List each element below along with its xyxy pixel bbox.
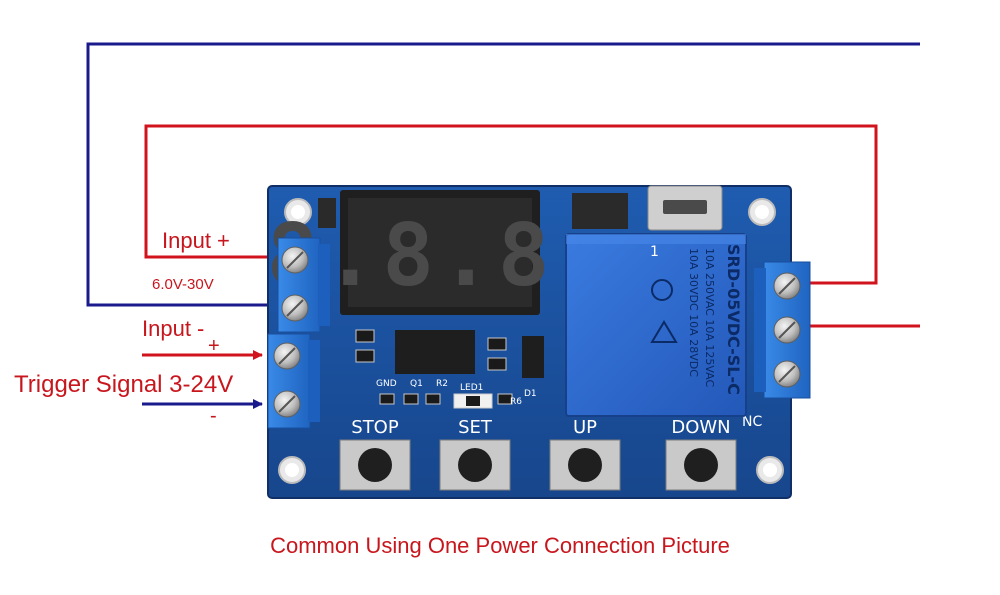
- down-button-label: DOWN: [671, 417, 730, 438]
- stop-button-label: STOP: [351, 417, 399, 438]
- down-button[interactable]: DOWN: [665, 417, 737, 491]
- set-button-label: SET: [458, 417, 493, 438]
- relay-output-terminal-block: [754, 261, 811, 399]
- set-button[interactable]: SET: [439, 417, 511, 491]
- smd-chip: [318, 198, 336, 228]
- stop-button[interactable]: STOP: [339, 417, 411, 491]
- label-input-plus: Input +: [162, 228, 230, 253]
- usb-port: [663, 200, 707, 214]
- silk-led1: LED1: [460, 383, 483, 393]
- label-trigger-minus: -: [210, 405, 217, 427]
- positive-loop-wire: [144, 124, 878, 285]
- warning-triangle-icon: [650, 320, 678, 343]
- optocoupler: [395, 330, 475, 374]
- up-button[interactable]: UP: [549, 417, 621, 491]
- relay-logo-icon: [651, 279, 673, 301]
- silk-d1: D1: [524, 389, 537, 399]
- smd-chip: [572, 193, 628, 229]
- relay-rating-2: 10A 30VDC 10A 28VDC: [687, 248, 700, 377]
- label-input-minus: Input -: [142, 316, 204, 341]
- input-terminal-block: [277, 237, 330, 333]
- relay-module-board: 8.8.8. GND Q1 R2 LED1 D1 R6 NC: [267, 185, 811, 499]
- relay-model: SRD-05VDC-SL-C: [724, 244, 743, 395]
- negative-loop-wire: [86, 42, 920, 307]
- silk-q1: Q1: [410, 379, 423, 389]
- smd-resistors: [355, 329, 513, 405]
- relay-rating-1: 10A 250VAC 10A 125VAC: [703, 248, 716, 388]
- relay: 1 SRD-05VDC-SL-C 10A 250VAC 10A 125VAC 1…: [565, 233, 747, 417]
- up-button-label: UP: [573, 417, 597, 438]
- silk-gnd: GND: [376, 379, 397, 389]
- mounting-holes: [278, 198, 784, 484]
- label-trigger-plus: +: [208, 335, 220, 357]
- caption: Common Using One Power Connection Pictur…: [270, 533, 730, 558]
- silk-r6: R6: [510, 397, 522, 407]
- diode: [522, 336, 544, 378]
- trigger-terminal-block: [267, 333, 320, 429]
- silk-nc: NC: [742, 414, 762, 430]
- label-trigger-signal: Trigger Signal 3-24V: [14, 371, 233, 398]
- relay-pin-label: 1: [650, 244, 659, 260]
- label-voltage-range: 6.0V-30V: [152, 276, 214, 293]
- silk-r2: R2: [436, 379, 448, 389]
